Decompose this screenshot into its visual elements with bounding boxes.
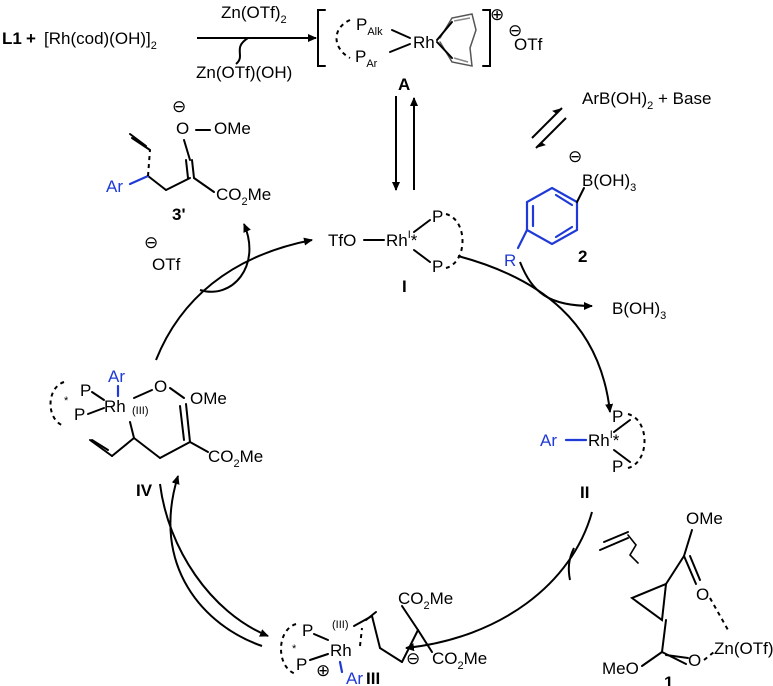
p2-II: P — [612, 457, 623, 476]
ester-bot-III: CO2Me — [432, 649, 487, 672]
charge-plus-A: ⊕ — [490, 5, 504, 24]
tfo: TfO — [328, 231, 356, 250]
equilibrium-back — [531, 107, 563, 139]
minus-III: ⊖ — [406, 649, 420, 668]
substrate-1: OMe O O MeO Zn(OTf)2 1 — [599, 509, 773, 686]
p-alk: PAlk — [356, 15, 383, 38]
p-ar: PAr — [355, 47, 378, 70]
label-IV: IV — [136, 481, 153, 500]
rh-II: RhI* — [588, 429, 620, 450]
charge-minus-A: ⊖ — [508, 21, 522, 40]
label-A: A — [398, 75, 410, 94]
plus-sign: + — [26, 29, 36, 48]
zn-additive: Zn(OTf)2 — [221, 3, 287, 26]
p2-I: P — [432, 257, 443, 276]
zn-byproduct: Zn(OTf)(OH) — [196, 63, 292, 82]
label-III: III — [366, 669, 380, 686]
p2-IV: P — [74, 405, 85, 424]
intermediate-IV: * P P Ar Rh (III) O OMe CO2Me IV — [49, 367, 263, 500]
p1-II: P — [612, 407, 623, 426]
ome-IV: OMe — [190, 389, 227, 408]
equilibrium-A-I — [392, 96, 418, 191]
equilibrium-III-IV — [159, 475, 269, 647]
ox-III: (III) — [332, 619, 349, 631]
catalyst-formation: L1 + [Rh(cod)(OH)]2 Zn(OTf)2 Zn(OTf)(OH) — [2, 3, 317, 82]
boronate-b: B(OH)3 — [582, 171, 636, 194]
enolate-charge: ⊖ — [172, 97, 186, 116]
enolate-o: O — [176, 119, 189, 138]
meo: MeO — [602, 659, 639, 678]
bond-palk-rh — [391, 29, 411, 39]
zn-curved-arrow — [235, 37, 249, 65]
substrate-entry-arrow — [567, 547, 575, 581]
cod-ligand — [436, 13, 477, 67]
ester-top-III: CO2Me — [398, 589, 453, 612]
ligand-label: L1 — [2, 29, 22, 48]
arrow-II-to-III — [405, 511, 593, 652]
o2: O — [688, 651, 701, 670]
aryl-ring — [516, 186, 585, 250]
rh-I: RhI* — [386, 229, 418, 250]
rh-III: Rh — [330, 641, 352, 660]
ester-IV: CO2Me — [208, 447, 263, 470]
star-IV: * — [64, 395, 69, 407]
label-I: I — [402, 277, 407, 296]
ester-3: CO2Me — [216, 185, 271, 208]
ligand-backbone-dashed — [335, 19, 351, 59]
otf-charge: ⊖ — [144, 233, 158, 252]
counterion-A: OTf — [514, 35, 543, 54]
bracket-left — [317, 9, 326, 67]
aryl-boronic-acid: ArB(OH)2 + Base — [582, 89, 711, 112]
equilibrium-forward — [535, 117, 567, 149]
label-3prime: 3' — [172, 205, 186, 224]
intermediate-II: Ar RhI* P P II — [540, 407, 646, 502]
label-1: 1 — [664, 673, 673, 686]
rh-A: Rh — [413, 33, 435, 52]
product-3prime: ⊖ O OMe CO2Me Ar 3' ⊖ OTf — [106, 97, 271, 274]
boronate-2: ArB(OH)2 + Base ⊖ B(OH)3 R 2 B(OH)3 — [504, 89, 711, 322]
p2-III: P — [296, 655, 307, 674]
ar-III: Ar — [346, 669, 363, 686]
p1-IV: P — [80, 381, 91, 400]
bond-par-rh — [389, 43, 411, 53]
r-group: R — [504, 251, 516, 270]
o1: O — [696, 585, 709, 604]
ar-3: Ar — [106, 177, 123, 196]
ar-II: Ar — [540, 431, 557, 450]
otf-anion: OTf — [152, 255, 181, 274]
ome-3: OMe — [214, 119, 251, 138]
arrow-I-to-II — [457, 255, 614, 413]
label-2: 2 — [578, 247, 587, 266]
boric-acid: B(OH)3 — [612, 299, 666, 322]
label-II: II — [580, 483, 589, 502]
cyclopropane — [629, 582, 668, 622]
p1-III: P — [302, 621, 313, 640]
arrow-IV-to-I — [155, 237, 313, 361]
product-release-arrow — [199, 223, 251, 293]
p1-I: P — [432, 207, 443, 226]
bracket-right — [482, 9, 491, 67]
ox-IV: (III) — [132, 405, 149, 417]
complex-A: PAlk PAr Rh ⊕ ⊖ OTf A — [317, 5, 543, 94]
boronate-charge: ⊖ — [568, 147, 582, 166]
star-III: * — [292, 643, 297, 655]
rh-dimer: [Rh(cod)(OH)]2 — [44, 29, 157, 52]
intermediate-I: TfO RhI* P P I — [328, 207, 464, 296]
intermediate-III: * P P Rh (III) ⊕ Ar ⊖ CO2Me CO2Me III — [280, 589, 487, 686]
rh-IV: Rh — [104, 397, 126, 416]
o-IV: O — [154, 377, 167, 396]
plus-III: ⊕ — [316, 661, 330, 680]
ar-IV: Ar — [108, 367, 125, 386]
boron-release-arrow — [519, 261, 593, 310]
ome-top: OMe — [686, 509, 723, 528]
zn-otf2: Zn(OTf)2 — [714, 639, 773, 662]
